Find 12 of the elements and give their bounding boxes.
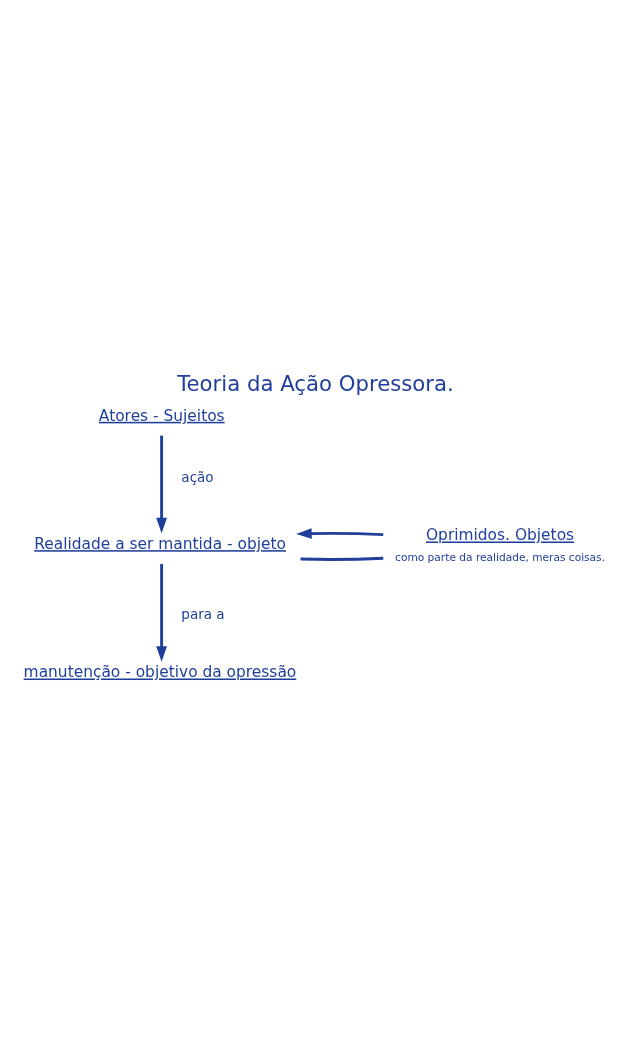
arrow [156, 435, 167, 534]
diagram-title: Teoria da Ação Opressora. [177, 370, 454, 396]
node-text: Atores - Sujeitos [98, 406, 225, 425]
arrow [296, 528, 384, 539]
arrow [156, 563, 167, 662]
node-label: como parte da realidade, meras coisas. [395, 550, 606, 564]
edge-label: ação [181, 469, 214, 486]
node-text: manutenção - objetivo da opressão [23, 663, 297, 682]
connector [300, 556, 384, 561]
node-text: Oprimidos. Objetos [425, 526, 575, 545]
edge-label: para a [181, 605, 225, 622]
node-text: Realidade a ser mantida - objeto [34, 535, 286, 554]
